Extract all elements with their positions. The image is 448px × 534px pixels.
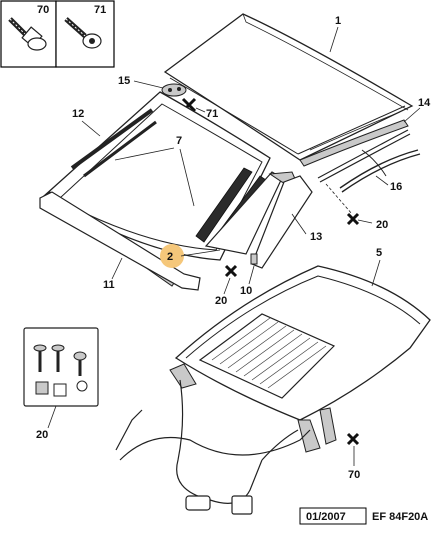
callout-12: 12 xyxy=(72,108,84,120)
callout-5: 5 xyxy=(376,247,382,259)
callout-70-top: 70 xyxy=(37,4,49,16)
rear-roof-assembly xyxy=(169,265,431,453)
side-seal-strip xyxy=(339,149,421,193)
roof-rear-seal xyxy=(299,119,411,183)
callout-7: 7 xyxy=(176,135,182,147)
footer-code: EF 84F20A xyxy=(372,511,428,523)
fastener-box-71: 71 xyxy=(55,0,115,68)
highlight-marker xyxy=(160,244,184,268)
footer-date: 01/2007 xyxy=(306,511,346,523)
clip-icon xyxy=(250,253,258,265)
callout-10: 10 xyxy=(240,285,252,297)
rear-window-defrost-lines xyxy=(211,317,327,389)
roof-panel xyxy=(163,13,414,161)
callout-71-mid: 71 xyxy=(206,108,218,120)
footer-reference: 01/2007 EF 84F20A xyxy=(299,507,428,525)
callout-2: 2 xyxy=(167,251,173,263)
callout-15: 15 xyxy=(118,75,130,87)
screw-icon xyxy=(51,344,65,372)
bolt-icon xyxy=(8,17,47,51)
callout-71-top: 71 xyxy=(94,4,106,16)
screw-icon xyxy=(64,17,102,49)
fastener-box-70: 70 xyxy=(0,0,57,68)
cross-marker-icon xyxy=(224,264,238,278)
callout-13: 13 xyxy=(310,231,322,243)
callout-20-kit: 20 xyxy=(36,429,48,441)
callout-16: 16 xyxy=(390,181,402,193)
cross-marker-icon xyxy=(346,212,360,226)
clip-icon xyxy=(161,83,187,97)
callout-11: 11 xyxy=(103,279,115,291)
callout-14: 14 xyxy=(418,97,431,109)
hydraulic-cables xyxy=(115,379,311,515)
quarter-glass xyxy=(204,171,313,269)
callout-70-bottom: 70 xyxy=(348,469,360,481)
clip-icon xyxy=(35,380,88,397)
fastener-kit xyxy=(23,327,99,407)
cross-marker-icon xyxy=(346,432,360,446)
screw-icon xyxy=(33,344,47,372)
windscreen-upper-seal xyxy=(70,108,157,178)
callout-20-right: 20 xyxy=(376,219,388,231)
callout-20-mid: 20 xyxy=(215,295,227,307)
bolt-icon xyxy=(73,351,87,376)
callout-1: 1 xyxy=(335,15,341,27)
